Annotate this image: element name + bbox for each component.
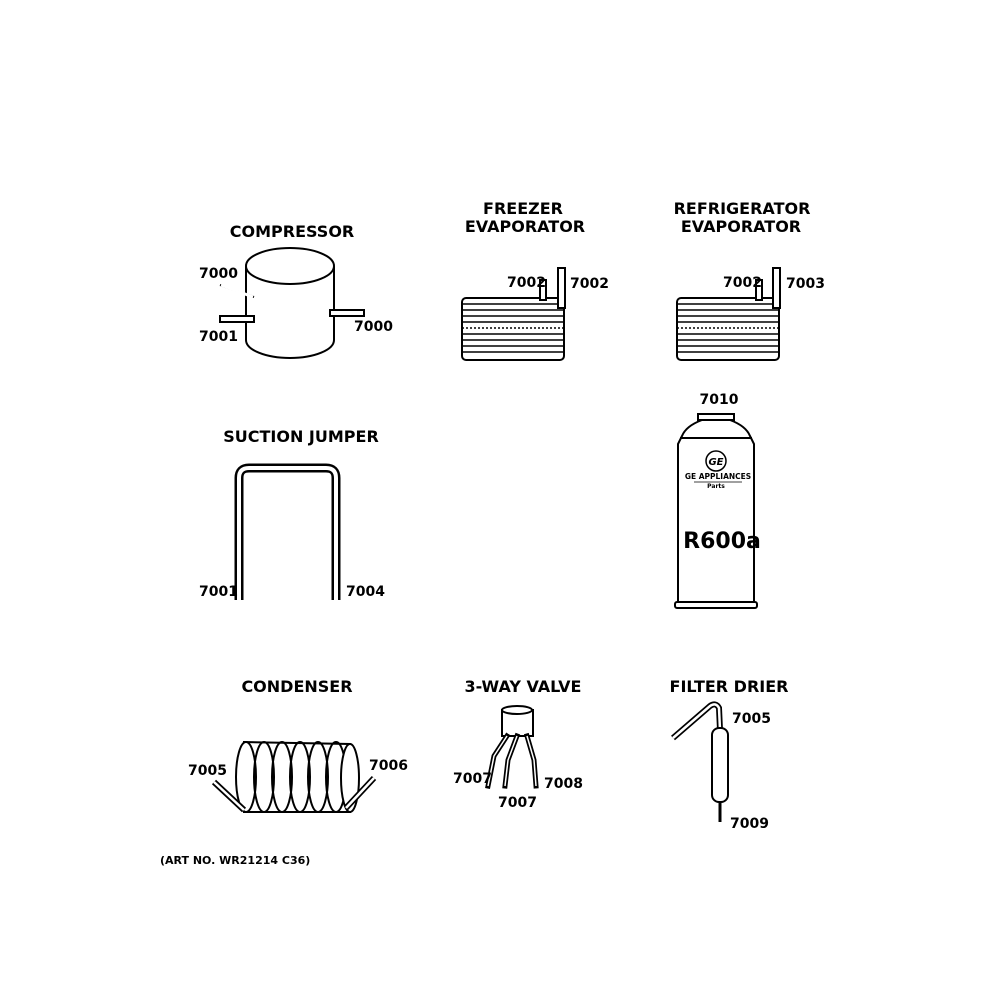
refrigerator-evaporator-title-2: EVAPORATOR [681, 217, 801, 236]
callout-7006: 7006 [369, 758, 408, 774]
refrigerant-can-group: 7010 GE GE APPLIANCES Parts R600a [674, 392, 761, 609]
brand-text: GE APPLIANCES [685, 472, 751, 481]
freezer-evaporator-drawing[interactable] [461, 267, 566, 361]
freezer-evaporator-title-2: EVAPORATOR [465, 217, 585, 236]
callout-7008: 7008 [544, 776, 583, 792]
three-way-valve-drawing[interactable] [485, 705, 539, 789]
freezer-evaporator-group: FREEZER EVAPORATOR 7002 7002 [461, 199, 609, 361]
suction-jumper-drawing[interactable] [234, 463, 341, 600]
filter-drier-title: FILTER DRIER [670, 677, 789, 696]
callout-7002-a: 7002 [507, 275, 546, 291]
callout-7000-a: 7000 [199, 266, 238, 282]
callout-7005-a: 7005 [188, 763, 227, 779]
compressor-drawing[interactable] [219, 247, 365, 359]
callout-7004: 7004 [346, 584, 385, 600]
callout-7002-b: 7002 [570, 276, 609, 292]
product-label: R600a [683, 529, 761, 554]
three-way-valve-title: 3-WAY VALVE [465, 677, 582, 696]
callout-7003: 7003 [786, 276, 825, 292]
art-number: (ART NO. WR21214 C36) [160, 854, 310, 867]
callout-7001: 7001 [199, 329, 238, 345]
refrigerant-can-drawing[interactable]: GE GE APPLIANCES Parts R600a [674, 413, 761, 609]
callout-7005-b: 7005 [732, 711, 771, 727]
condenser-drawing[interactable] [211, 740, 377, 813]
condenser-title: CONDENSER [241, 677, 352, 696]
callout-7007-b: 7007 [498, 795, 537, 811]
compressor-group: COMPRESSOR 7000 7001 7000 [199, 222, 393, 359]
callout-7010: 7010 [700, 392, 739, 408]
filter-drier-drawing[interactable] [671, 701, 729, 822]
callout-7001-b: 7001 [199, 584, 238, 600]
refrigerator-evaporator-group: REFRIGERATOR EVAPORATOR 7002 7003 [674, 199, 825, 361]
callout-7002-c: 7002 [723, 275, 762, 291]
condenser-group: CONDENSER 7005 7006 [188, 677, 408, 813]
compressor-title: COMPRESSOR [230, 222, 355, 241]
refrigerator-evaporator-drawing[interactable] [676, 267, 781, 361]
filter-drier-group: FILTER DRIER 7005 7009 [670, 677, 789, 832]
three-way-valve-group: 3-WAY VALVE 7007 7007 7008 [453, 677, 583, 811]
callout-7000-b: 7000 [354, 319, 393, 335]
refrigerator-evaporator-title-1: REFRIGERATOR [674, 199, 811, 218]
freezer-evaporator-title-1: FREEZER [483, 199, 563, 218]
suction-jumper-title: SUCTION JUMPER [223, 427, 379, 446]
callout-7007-a: 7007 [453, 771, 492, 787]
suction-jumper-group: SUCTION JUMPER 7001 7004 [199, 427, 385, 600]
brand-sub-text: Parts [707, 483, 725, 490]
ge-logo-text: GE [708, 457, 723, 468]
callout-7009: 7009 [730, 816, 769, 832]
ge-logo-icon: GE [705, 450, 727, 472]
